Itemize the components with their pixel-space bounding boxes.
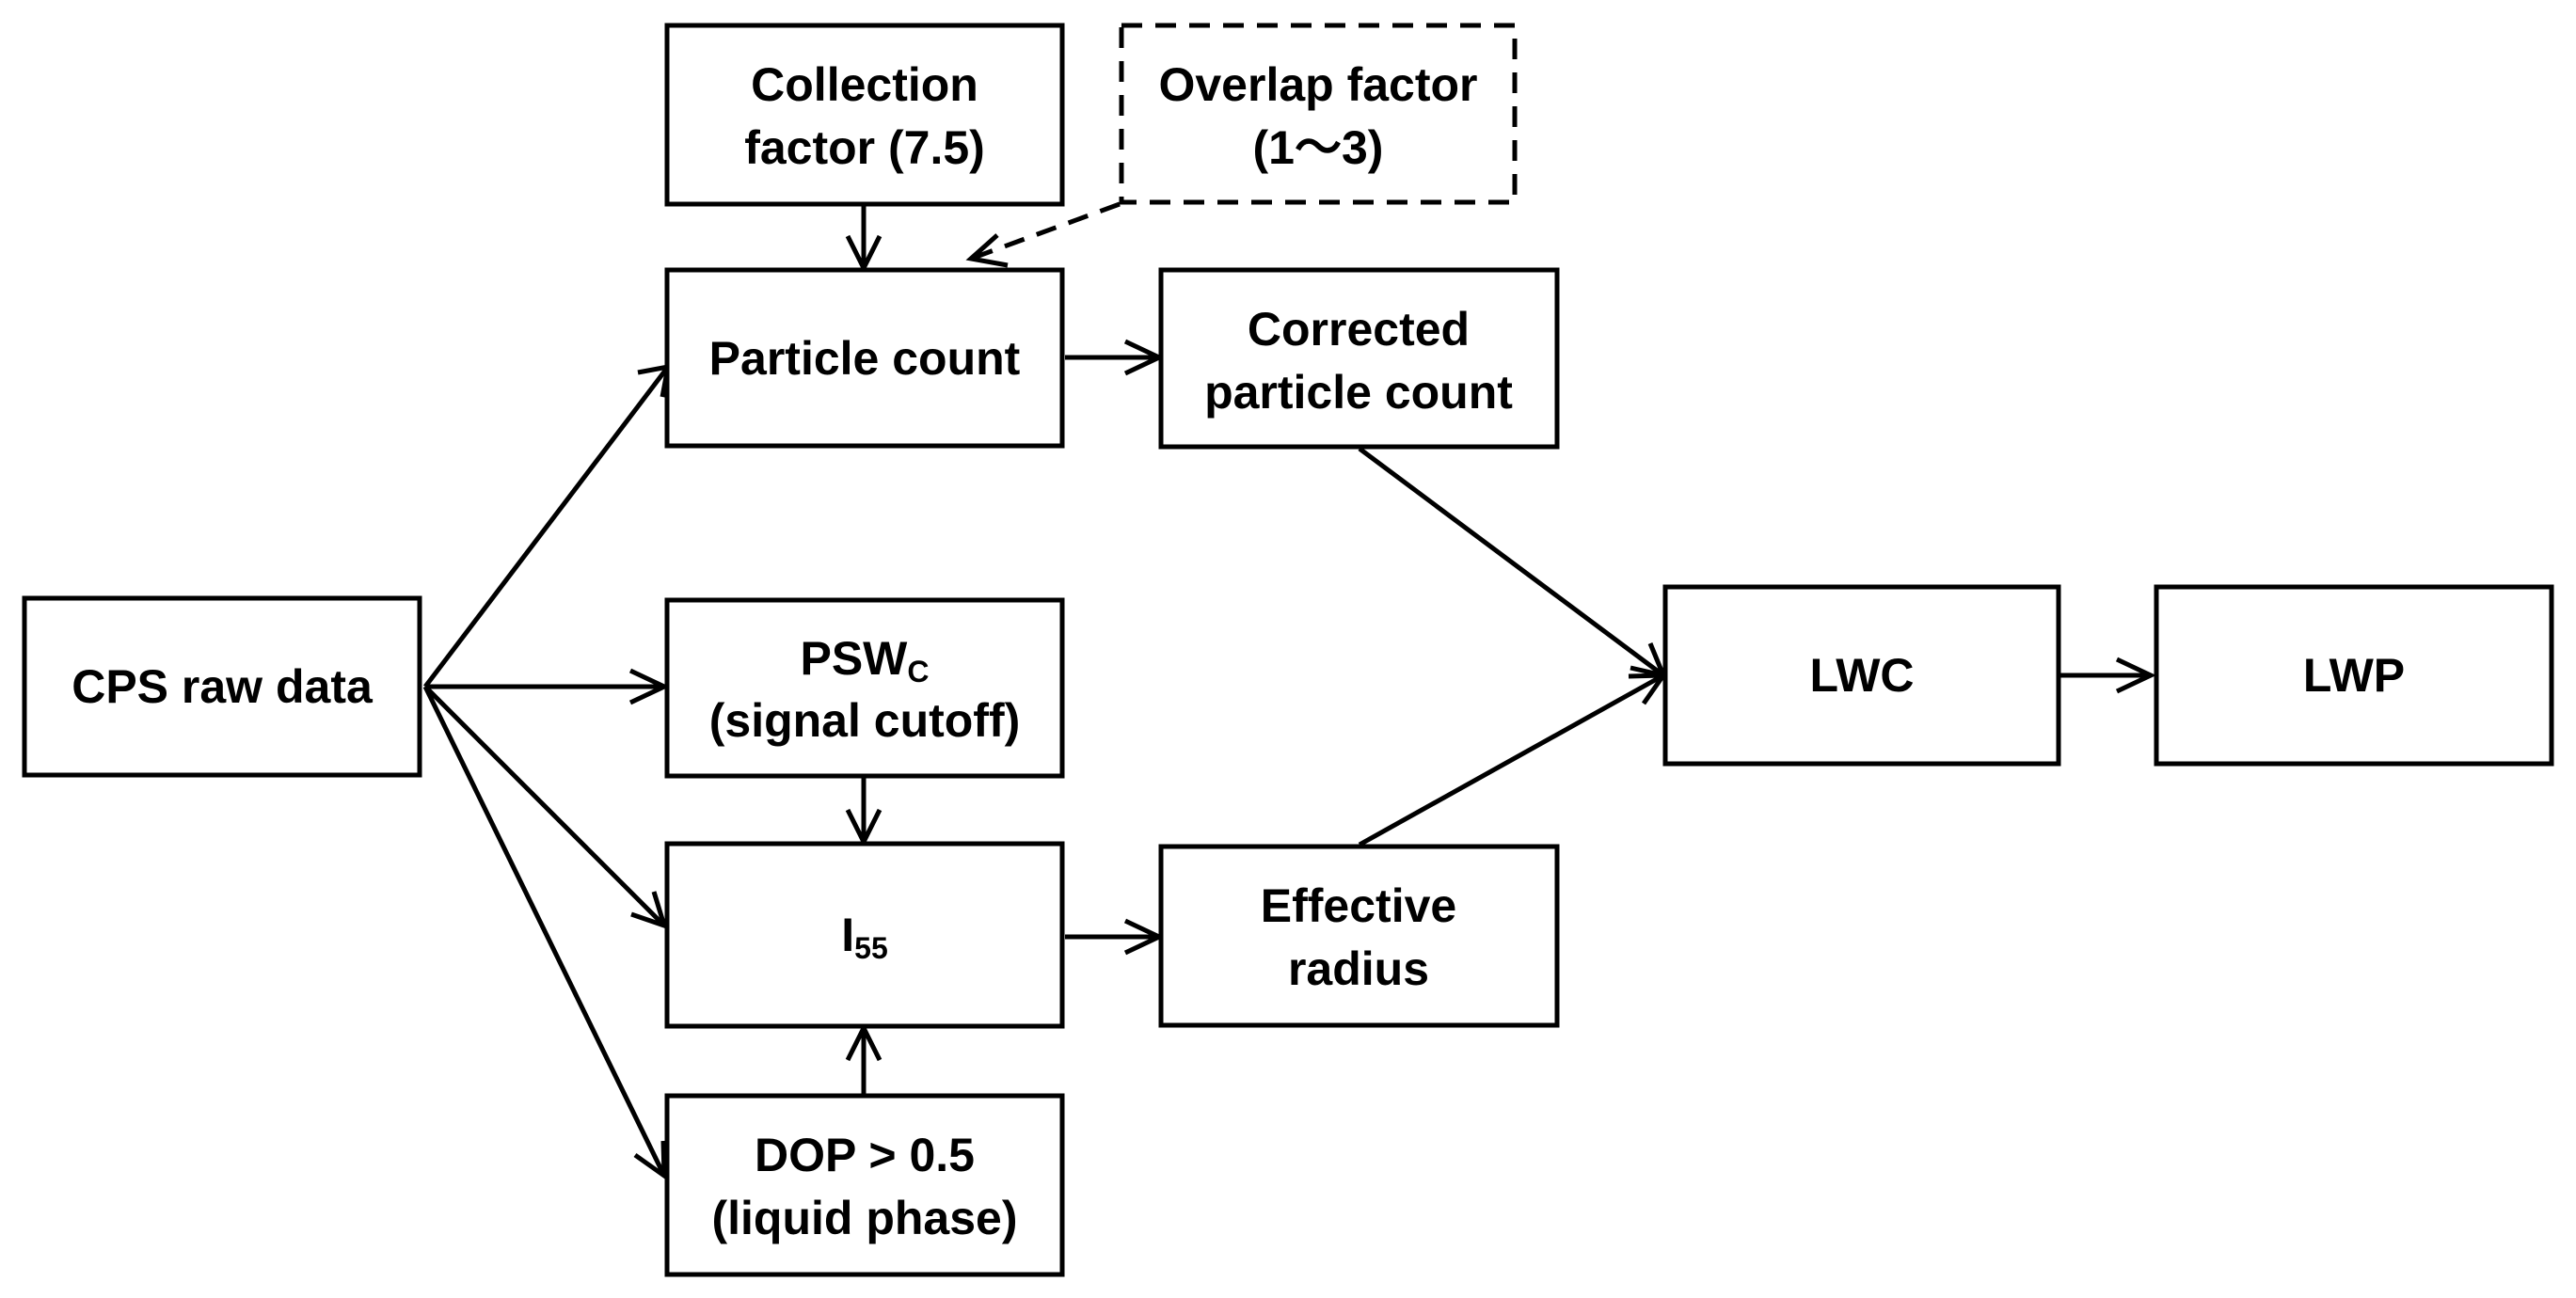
edge-effective-radius-to-lwc xyxy=(1358,673,1668,847)
edge-i55-to-effective-radius xyxy=(1065,918,1165,956)
node-i55-subscript: 55 xyxy=(854,931,888,965)
edge-cps-to-psw-c xyxy=(425,668,670,705)
node-effective-radius-line2: radius xyxy=(1288,942,1429,995)
node-corrected-line1: Corrected xyxy=(1248,303,1470,356)
node-corrected-line2: particle count xyxy=(1204,366,1513,419)
node-overlap-factor-line1: Overlap factor xyxy=(1158,58,1477,111)
node-psw-c-line1: PSWC xyxy=(800,632,929,689)
node-particle-count-label: Particle count xyxy=(709,332,1021,385)
node-lwc-label: LWC xyxy=(1809,649,1914,702)
node-effective-radius: Effective radius xyxy=(1158,844,1560,1028)
edge-collection-factor-to-particle-count xyxy=(845,204,883,274)
node-effective-radius-line1: Effective xyxy=(1261,879,1456,932)
edge-cps-to-i55 xyxy=(423,685,668,929)
edge-overlap-factor-to-particle-count xyxy=(965,201,1121,268)
node-collection-factor: Collection factor (7.5) xyxy=(664,23,1065,207)
node-i55-main: I xyxy=(841,909,854,961)
node-psw-c-subscript: C xyxy=(907,655,929,689)
edge-dop-to-i55 xyxy=(845,1022,883,1094)
node-psw-c-main: PSW xyxy=(800,632,908,685)
node-cps-raw-data-label: CPS raw data xyxy=(72,660,374,713)
node-collection-factor-line2: factor (7.5) xyxy=(744,121,985,174)
node-i55: I55 xyxy=(664,841,1065,1029)
node-collection-factor-line1: Collection xyxy=(751,58,978,111)
node-dop-line1: DOP > 0.5 xyxy=(755,1129,975,1181)
node-dop: DOP > 0.5 (liquid phase) xyxy=(664,1093,1065,1277)
edge-particle-count-to-corrected xyxy=(1065,339,1165,376)
edge-cps-to-dop xyxy=(422,685,667,1180)
node-dop-line2: (liquid phase) xyxy=(712,1192,1018,1244)
node-overlap-factor-line2: (1～3) xyxy=(1253,121,1384,174)
node-lwc: LWC xyxy=(1662,584,2061,767)
node-psw-c-line2: (signal cutoff) xyxy=(709,694,1021,747)
edge-cps-to-particle-count xyxy=(423,363,672,689)
node-i55-label: I55 xyxy=(841,909,888,965)
node-cps-raw-data: CPS raw data xyxy=(22,595,422,778)
edge-corrected-to-lwc xyxy=(1358,446,1668,679)
node-corrected-particle-count: Corrected particle count xyxy=(1158,267,1560,450)
node-lwp-label: LWP xyxy=(2303,649,2405,702)
node-overlap-factor: Overlap factor (1～3) xyxy=(1119,23,1518,205)
node-lwp: LWP xyxy=(2154,584,2554,767)
node-psw-c: PSWC (signal cutoff) xyxy=(664,597,1065,779)
edge-psw-c-to-i55 xyxy=(845,778,883,847)
node-particle-count: Particle count xyxy=(664,267,1065,449)
